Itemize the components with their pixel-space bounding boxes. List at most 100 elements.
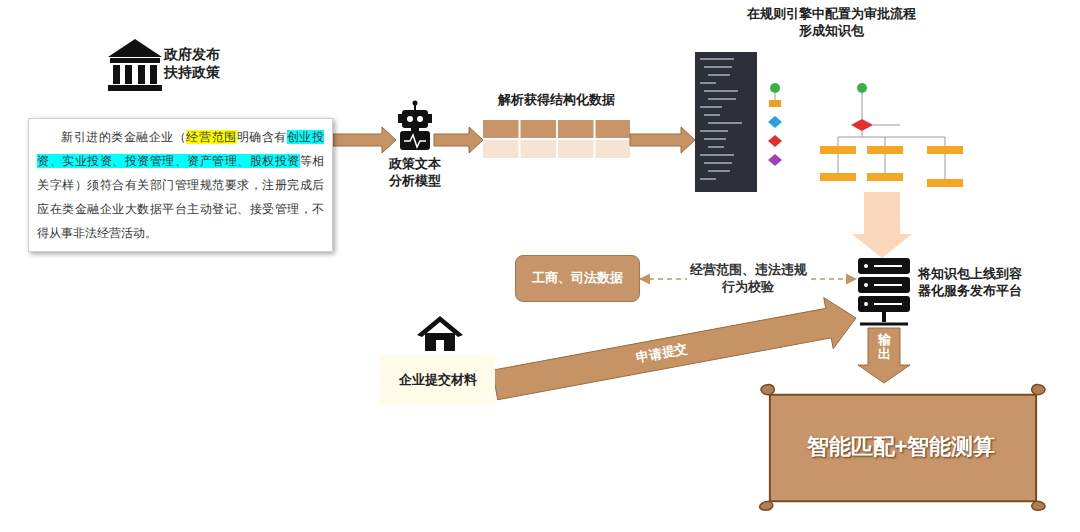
server-icon: [874, 265, 902, 267]
rule-engine-screenshot: [775, 93, 776, 100]
rule-engine-screenshot: [695, 52, 757, 192]
code-lines: [700, 178, 716, 180]
code-lines: [700, 58, 742, 180]
structured-data-text: 解析获得结构化数据: [473, 92, 640, 109]
policy-document-text: 新引进的类金融企业（经营范围明确含有创业投资、实业投资、投资管理、资产管理、股权…: [37, 125, 324, 245]
policy-source-text: 政府发布扶持政策: [164, 45, 224, 81]
scroll-shape: [1032, 501, 1045, 510]
rule-engine-screenshot: [768, 154, 782, 166]
block-arrow: [492, 298, 856, 400]
government-icon: [113, 65, 120, 84]
code-lines: [704, 66, 732, 68]
structured-data: 解析获得结构化数据: [483, 120, 630, 158]
government-icon: [138, 65, 145, 84]
rule-engine-screenshot: [857, 83, 867, 93]
server-icon: [860, 323, 908, 326]
server-icon: [858, 296, 910, 312]
rule-engine-screenshot: [945, 137, 946, 146]
policy-source: 政府发布扶持政策: [108, 39, 162, 92]
rule-engine-screenshot: [885, 154, 886, 173]
rule-engine-screenshot: [820, 146, 856, 154]
scroll-shape: [1032, 385, 1045, 395]
rule-engine-screenshot: [695, 52, 963, 192]
result-scroll-text: 智能匹配+智能测算: [807, 433, 996, 462]
government-icon: [110, 58, 160, 63]
edge-label: 申请提交: [631, 340, 693, 368]
rule-engine-text: 在规则引擎中配置为审批流程形成知识包: [741, 6, 921, 40]
block-arrow: [852, 192, 912, 258]
robot-icon: [400, 131, 430, 150]
structured-data-table: [483, 120, 630, 158]
rule-engine-screenshot: [927, 146, 963, 154]
robot-icon: [417, 116, 423, 122]
server-icon: [864, 283, 868, 287]
block-arrow: [630, 127, 695, 153]
structured-data-table: [483, 120, 630, 158]
server-icon: [858, 258, 910, 274]
result-scroll: 智能匹配+智能测算: [752, 383, 1050, 511]
rule-engine-screenshot: [775, 93, 945, 179]
scroll-shape: [760, 501, 773, 510]
server-icon: [874, 284, 902, 286]
edge-label: 输出: [878, 332, 891, 361]
edge-label: 经营范围、违法违规行为校验: [687, 261, 809, 297]
structured-data-table: [596, 120, 631, 138]
government-icon: [108, 39, 162, 91]
server-icon: [882, 312, 886, 322]
rule-engine-screenshot: [770, 83, 780, 93]
robot-icon: [404, 135, 426, 147]
rule-engine-screenshot: [927, 179, 963, 187]
rule-engine-screenshot: [768, 116, 782, 128]
structured-data-table: [558, 140, 594, 158]
robot-icon: [428, 114, 432, 123]
robot-icon: [398, 101, 432, 151]
structured-data-table: [483, 120, 519, 138]
code-lines: [708, 170, 730, 172]
rule-engine-screenshot: [862, 131, 863, 137]
scroll-shape: [770, 395, 1036, 501]
structured-data-table: [483, 140, 519, 158]
service-platform-text: 将知识包上线到容器化服务发布平台: [918, 266, 1028, 300]
robot-icon: [413, 101, 418, 106]
rule-engine-screenshot: [862, 93, 863, 119]
code-lines: [708, 74, 730, 76]
service-platform: 将知识包上线到容器化服务发布平台: [856, 258, 912, 328]
structured-data-table: [521, 140, 557, 158]
block-arrow: [333, 127, 396, 153]
robot-icon: [398, 114, 402, 123]
rule-engine-screenshot: [820, 173, 856, 181]
house-icon: [417, 316, 463, 351]
robot-icon: [411, 128, 419, 131]
rule-engine-screenshot: [851, 119, 873, 131]
government-icon: [108, 39, 162, 57]
code-lines: [700, 130, 728, 132]
server-icon: [874, 303, 902, 305]
scroll-shape: [761, 385, 774, 395]
rule-engine-screenshot: [873, 125, 900, 126]
government-icon: [150, 65, 157, 84]
rule-engine: 在规则引擎中配置为审批流程形成知识包: [695, 52, 967, 192]
code-lines: [704, 114, 720, 116]
robot-icon: [407, 116, 413, 122]
structured-data-table: [596, 140, 631, 158]
policy-document: 新引进的类金融企业（经营范围明确含有创业投资、实业投资、投资管理、资产管理、股权…: [28, 118, 333, 252]
rule-engine-screenshot: [838, 154, 839, 173]
house-icon: [425, 333, 455, 351]
government-icon: [125, 65, 132, 84]
block-arrow: [434, 127, 483, 153]
analysis-model-text: 政策文本分析模型: [385, 156, 445, 190]
code-lines: [700, 106, 722, 108]
code-lines: [708, 146, 724, 148]
rule-engine-screenshot: [945, 154, 946, 179]
code-lines: [708, 98, 736, 100]
code-lines: [700, 58, 734, 60]
server-icon: [858, 258, 910, 324]
enterprise-box: 企业提交材料: [380, 355, 495, 405]
code-lines: [704, 162, 732, 164]
server-icon: [864, 302, 868, 306]
rule-engine-screenshot: [867, 173, 903, 181]
house-icon: [436, 340, 444, 351]
rule-engine-screenshot: [867, 146, 903, 154]
rule-engine-screenshot: [838, 137, 945, 138]
